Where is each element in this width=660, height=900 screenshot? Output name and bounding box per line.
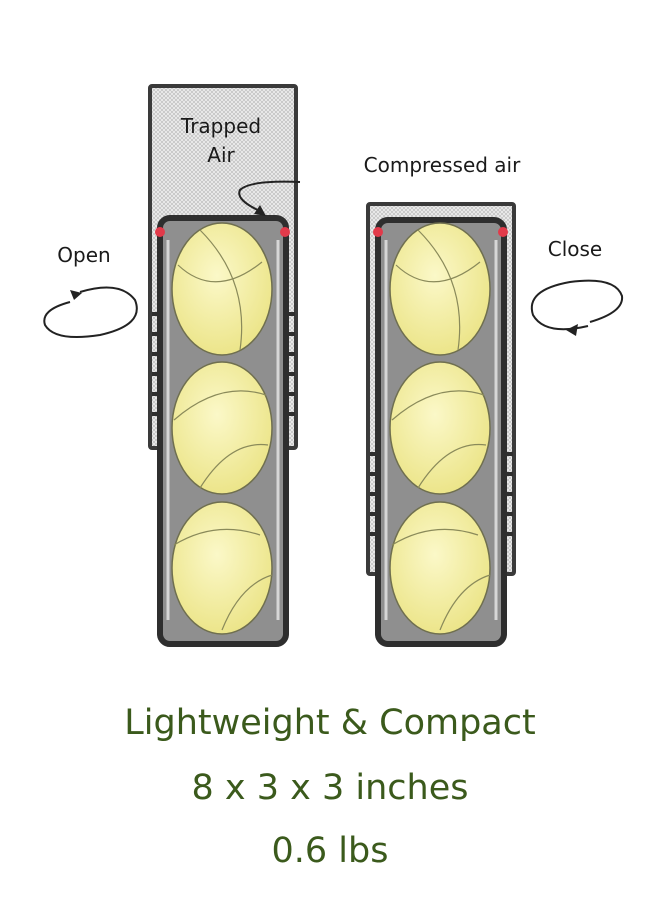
open-rotation-arrow-icon xyxy=(43,286,138,338)
closed-seal-left xyxy=(373,227,383,237)
open-notches-left xyxy=(152,312,160,416)
open-ball-2 xyxy=(171,361,273,495)
open-label: Open xyxy=(57,243,110,267)
close-rotation-arrow-icon xyxy=(530,279,624,336)
closed-container xyxy=(366,202,516,647)
caption-feature: Lightweight & Compact xyxy=(124,703,536,743)
closed-ball-2 xyxy=(389,361,491,495)
open-ball-3 xyxy=(171,501,273,635)
open-seal-right xyxy=(280,227,290,237)
closed-ball-3 xyxy=(389,501,491,635)
pressurizer-diagram: Trapped Air Compressed air Open Close xyxy=(43,84,624,647)
close-label: Close xyxy=(548,237,602,261)
closed-notches-left xyxy=(370,452,378,536)
trapped-air-label-line2: Air xyxy=(207,143,235,167)
closed-notches-right xyxy=(505,452,513,536)
open-seal-left xyxy=(155,227,165,237)
open-ball-1 xyxy=(171,222,273,356)
open-container xyxy=(148,84,298,647)
closed-seal-right xyxy=(498,227,508,237)
trapped-air-label-line1: Trapped xyxy=(180,114,261,138)
compressed-air-label: Compressed air xyxy=(364,153,521,177)
caption-dimensions: 8 x 3 x 3 inches xyxy=(191,768,469,808)
trapped-air-arrowhead xyxy=(254,205,266,216)
open-notches-right xyxy=(287,312,295,416)
caption-weight: 0.6 lbs xyxy=(271,831,389,871)
trapped-air-arrow xyxy=(238,180,301,213)
closed-ball-1 xyxy=(389,222,491,356)
